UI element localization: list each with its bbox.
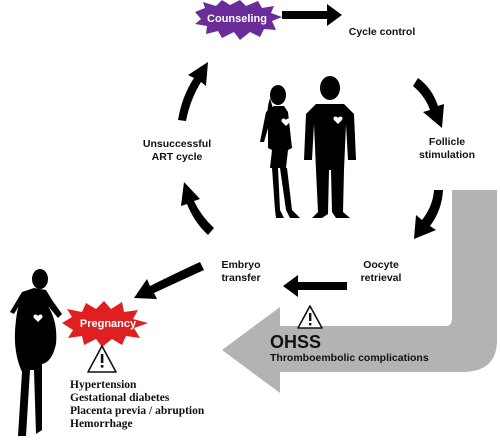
arrow-oocyte-to-embryo [283, 275, 347, 297]
oocyte-retrieval-label: Oocyte retrieval [360, 259, 402, 284]
arrow-cycle-control-to-follicle [413, 78, 444, 128]
ohss-title: OHSS [270, 332, 322, 352]
ohss-subtitle: Thromboembolic complications [270, 352, 429, 364]
risk-item: Gestational diabetes [70, 392, 170, 404]
arrow-unsuccessful-to-counseling [178, 62, 208, 121]
pregnancy-risk-list: Hypertension Gestational diabetes Placen… [70, 379, 204, 431]
arrow-follicle-to-oocyte [414, 190, 443, 239]
cycle-control-label: Cycle control [348, 26, 416, 38]
follicle-stimulation-label: Follicle stimulation [418, 136, 475, 161]
heart-icon [333, 116, 343, 124]
unsuccessful-art-label: Unsuccessful ART cycle [142, 138, 212, 163]
warning-triangle-icon [87, 345, 117, 373]
heart-icon [33, 314, 43, 322]
arrow-embryo-to-pregnancy [134, 262, 204, 299]
pregnant-woman-silhouette [10, 269, 62, 436]
risk-item: Placenta previa / abruption [70, 405, 205, 417]
risk-item: Hemorrhage [70, 418, 133, 430]
cycle-arrows [134, 4, 444, 299]
pregnancy-burst [62, 301, 148, 347]
heart-icon [281, 118, 291, 126]
arrow-counseling-to-cycle-control [282, 4, 342, 26]
counseling-label: Counseling [207, 13, 267, 25]
couple-silhouette [260, 76, 356, 218]
counseling-burst [195, 0, 282, 40]
pregnancy-label: Pregnancy [79, 318, 137, 330]
warning-triangle-icon [297, 305, 323, 329]
embryo-transfer-label: Embryo transfer [221, 259, 261, 284]
arrow-embryo-to-unsuccessful [181, 182, 214, 235]
risk-item: Hypertension [70, 379, 137, 391]
ohss-arrow [222, 190, 497, 393]
